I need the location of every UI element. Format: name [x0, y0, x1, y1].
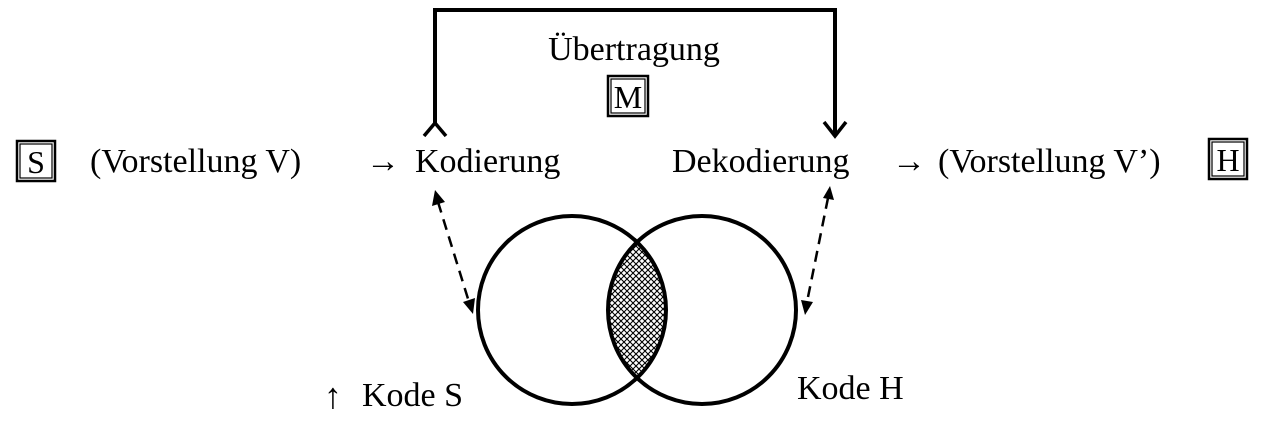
receiver-box-label: H: [1216, 142, 1239, 178]
transmission-bracket: [422, 8, 848, 139]
encoding-code-link: [432, 190, 475, 314]
sender-code-circle: [476, 214, 668, 406]
sender-box: S: [15, 139, 57, 183]
code-overlap: [476, 214, 798, 406]
receiver-code-circle: [606, 214, 798, 406]
message-box-label: M: [614, 79, 642, 115]
receiver-code-label: Kode H: [797, 370, 904, 407]
sender-code-label: Kode S: [362, 377, 463, 414]
arrow-to-receiver-idea: →: [892, 143, 926, 180]
transfer-label: Übertragung: [548, 31, 720, 68]
sender-idea-label: (Vorstellung V): [90, 143, 301, 180]
receiver-box: H: [1207, 137, 1249, 181]
decoding-label: Dekodierung: [672, 143, 850, 180]
arrow-to-encoding: →: [366, 143, 400, 180]
message-box: M: [606, 74, 650, 118]
decoding-code-link: [801, 186, 834, 315]
receiver-idea-label: (Vorstellung V’): [938, 143, 1161, 180]
sender-box-label: S: [27, 144, 45, 180]
up-arrow: ↑: [324, 376, 342, 416]
encoding-label: Kodierung: [415, 143, 560, 180]
